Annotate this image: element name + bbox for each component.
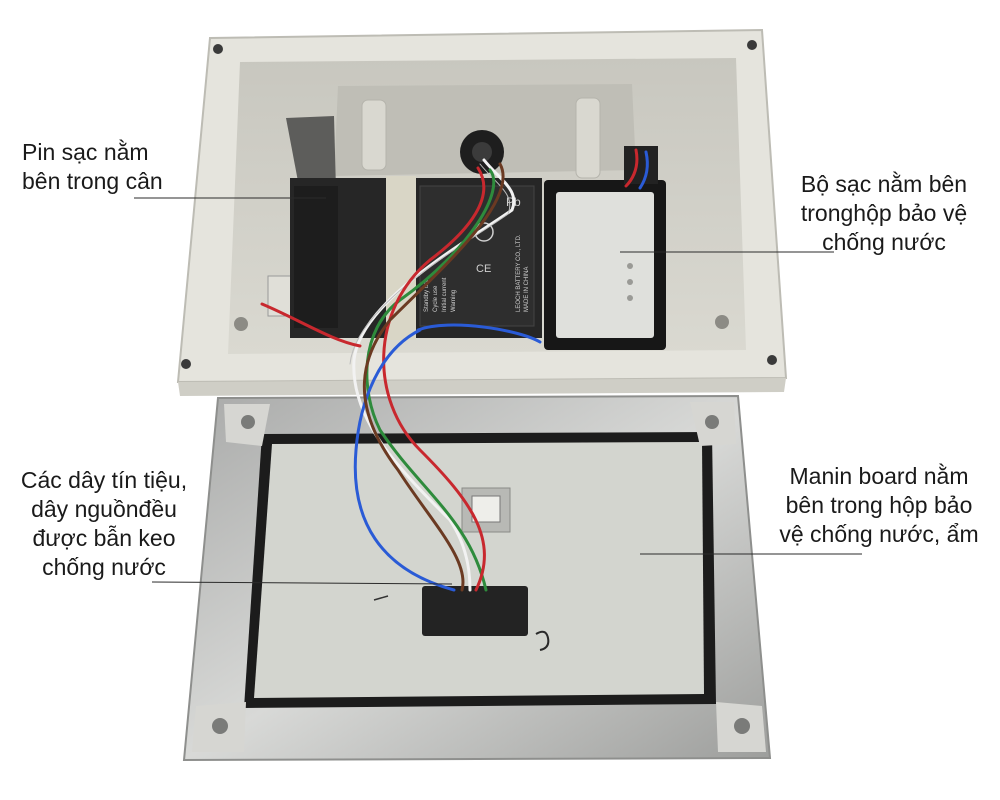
wire-blue-battery: [416, 323, 542, 344]
annotation-board: Manin board nằm bên trong hộp bảo vệ chố…: [772, 462, 986, 549]
wire-bundle: [260, 148, 649, 592]
battery-terminal-cover: [294, 186, 338, 328]
bottom-lid: [182, 394, 772, 762]
glue-mark: [535, 630, 550, 651]
wire-brown: [362, 162, 505, 592]
annotation-battery-line: bên trong cân: [22, 168, 163, 194]
wire-charger-blue: [638, 150, 649, 190]
screw-hole-icon: [213, 44, 223, 54]
leader-line-wires: [151, 581, 453, 585]
annotation-board-line: Manin board nằm: [789, 463, 969, 489]
battery-print-line: Standby use: [424, 278, 430, 312]
annotation-charger-line: tronghộp bảo vệ: [800, 200, 968, 226]
screw-hole-icon: [234, 317, 248, 331]
charger-screw: [627, 295, 633, 301]
pen-mark: [373, 595, 389, 601]
screw-hole-icon: [181, 359, 191, 369]
leader-lines: [134, 197, 862, 585]
annotation-charger: Bộ sạc nằm bên tronghộp bảo vệ chống nướ…: [784, 170, 984, 257]
annotation-wires-line: Các dây tín tiệu,: [20, 467, 188, 493]
battery-print-line: MADE IN CHINA: [524, 267, 530, 312]
wire-red: [382, 166, 486, 592]
mounting-post: [361, 99, 387, 171]
annotation-wires-line: được bẫn keo: [32, 525, 176, 551]
wire-red-battery: [260, 302, 362, 348]
battery-print: Standby use Cycle use Initial current Wa…: [424, 234, 530, 312]
charger-connector: [624, 146, 658, 184]
board-connector: [471, 495, 501, 523]
wire-white: [352, 158, 516, 592]
screw-hole-icon: [747, 40, 757, 50]
ce-mark-icon: CE: [476, 263, 491, 275]
mounting-post: [575, 97, 601, 179]
annotation-board-line: vệ chống nước, ẩm: [779, 521, 979, 547]
annotation-charger-line: chống nước: [822, 229, 946, 255]
annotation-wires: Các dây tín tiệu, dây nguồnđều được bẫn …: [4, 466, 204, 582]
annotation-battery: Pin sạc nằm bên trong cân: [22, 138, 163, 196]
annotation-battery-line: Pin sạc nằm: [22, 139, 149, 165]
charger-screw: [627, 263, 633, 269]
battery-print-line: Initial current: [442, 277, 448, 312]
screw-hole-icon: [715, 315, 729, 329]
battery-print-line: Warning: [451, 290, 457, 312]
enclosure-rim-bottom: [178, 378, 786, 396]
glued-connector-block: [422, 586, 528, 636]
annotation-board-line: bên trong hộp bảo: [785, 492, 973, 518]
screw-hole-icon: [734, 718, 750, 734]
charger-housing: [544, 146, 666, 350]
wire-charger-red: [624, 148, 639, 188]
screw-hole-icon: [767, 355, 777, 365]
enclosure-back-wall: [334, 84, 636, 176]
battery-print-line: LEOCH BATTERY CO., LTD.: [516, 234, 522, 312]
cable-gland-inner: [472, 142, 492, 162]
screw-hole-icon: [241, 415, 255, 429]
wire-blue: [353, 328, 456, 592]
battery-print-line: Cycle use: [433, 285, 439, 312]
battery: Standby use Cycle use Initial current Wa…: [290, 176, 542, 340]
screw-hole-icon: [705, 415, 719, 429]
annotation-wires-line: chống nước: [42, 554, 166, 580]
charger-potting: [556, 192, 654, 338]
wire-white-outline: [349, 163, 511, 365]
annotation-wires-line: dây nguồnđều: [31, 496, 177, 522]
battery-bracket: [286, 116, 336, 192]
annotation-charger-line: Bộ sạc nằm bên: [800, 171, 968, 197]
screw-hole-icon: [212, 718, 228, 734]
charger-screw: [627, 279, 633, 285]
